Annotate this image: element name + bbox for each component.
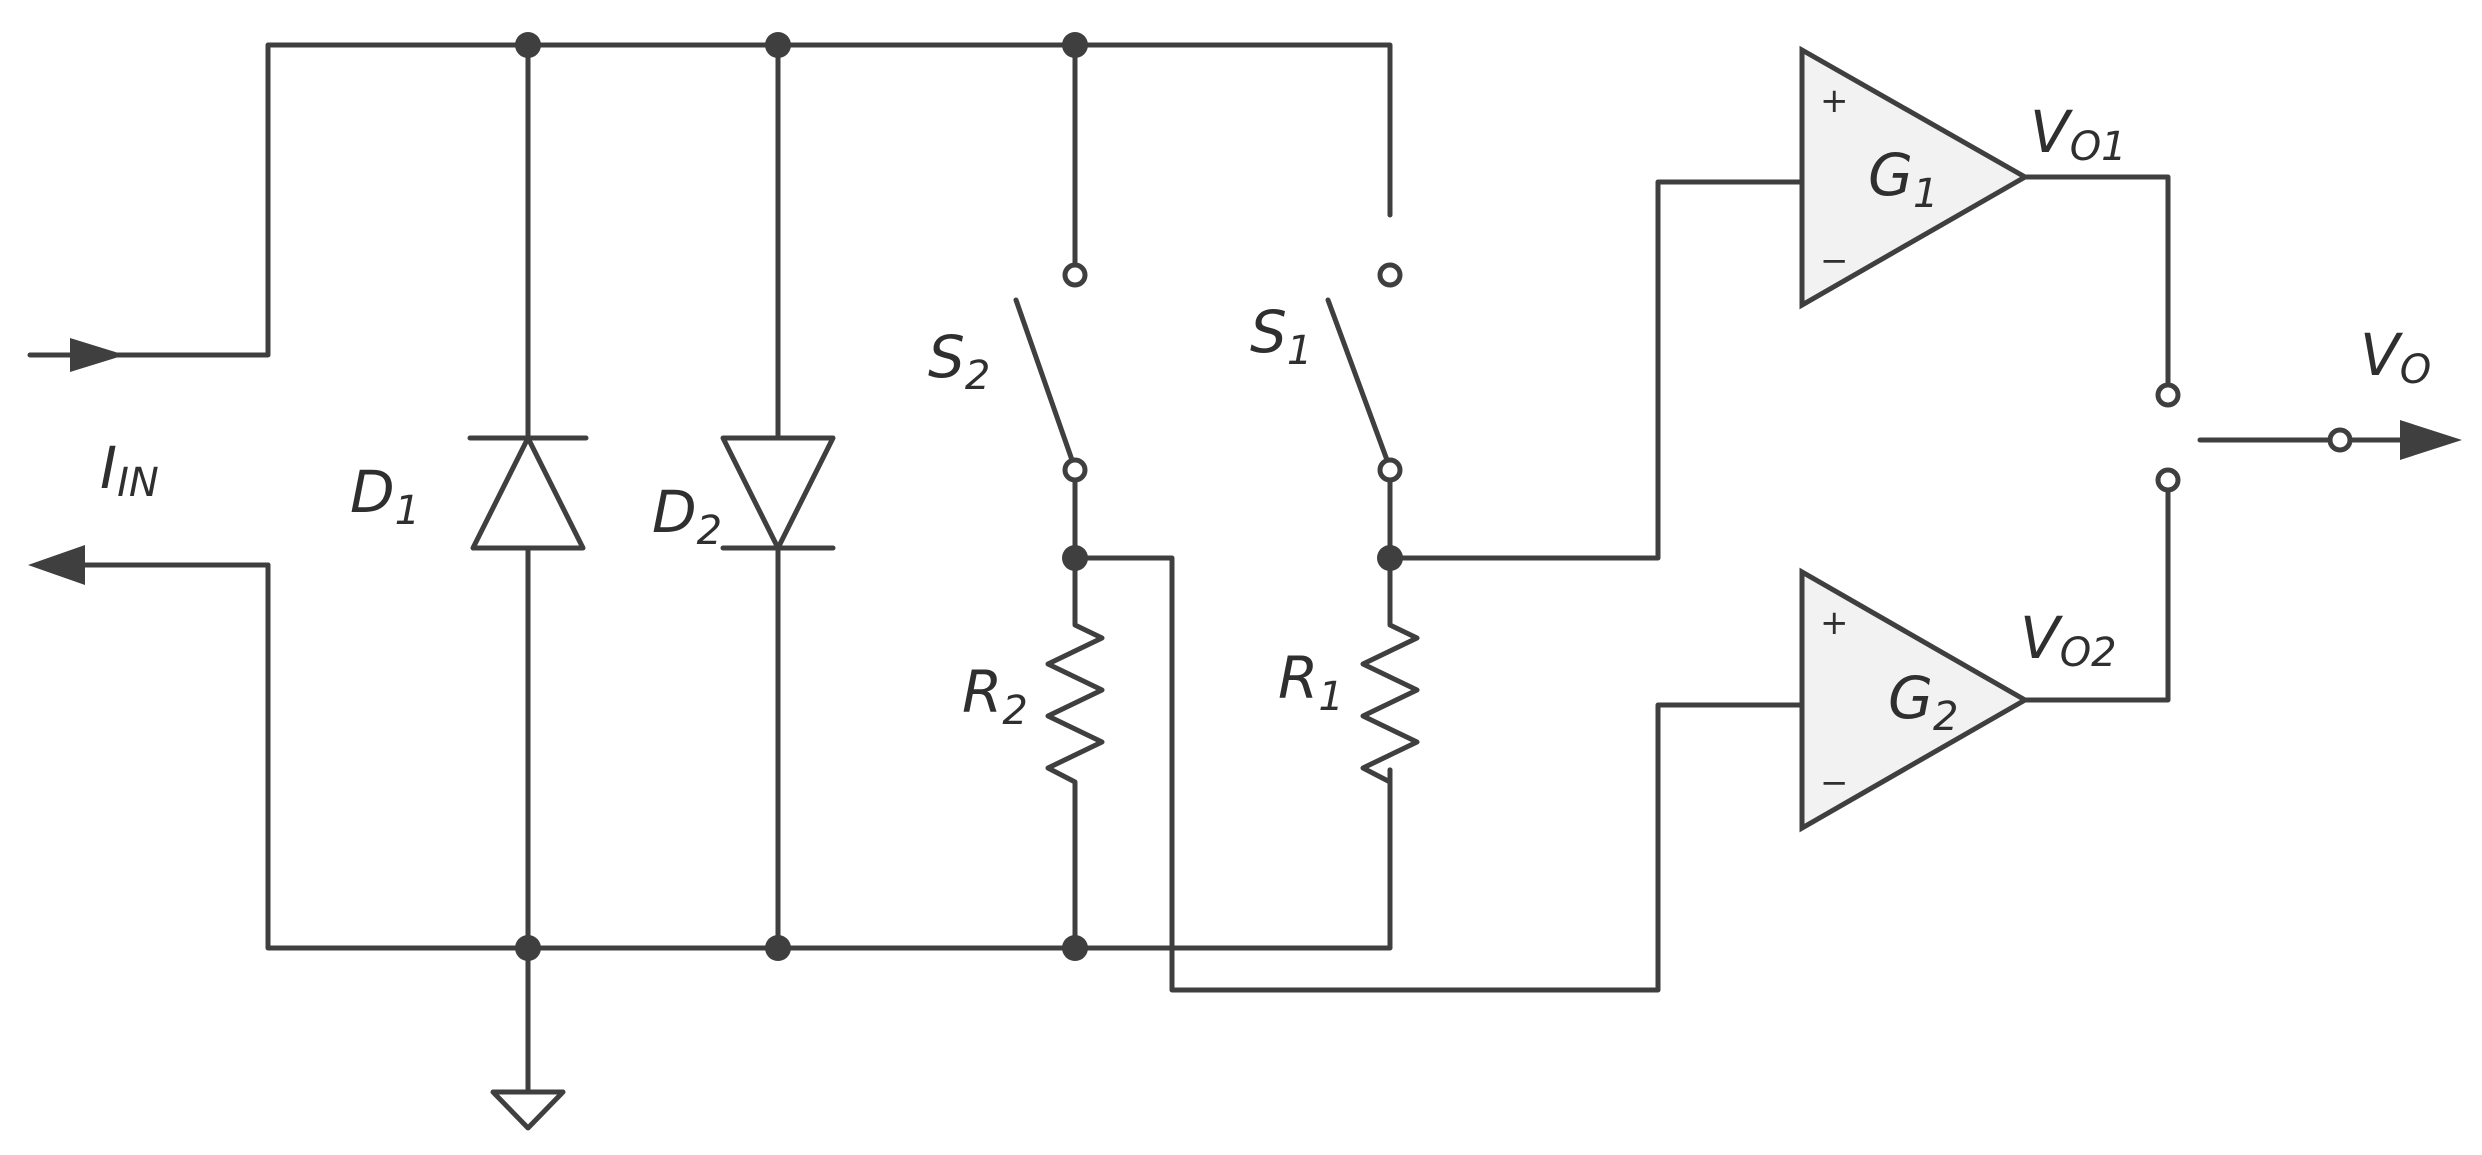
resistor-r2 <box>1045 555 1105 951</box>
amplifier-g1: + − <box>1799 45 2031 310</box>
switch-s1 <box>1325 262 1403 561</box>
g2-plus-sign: + <box>1820 603 1849 643</box>
g2-minus-sign: − <box>1820 763 1849 803</box>
wire-r1-to-g1 <box>1387 179 1805 561</box>
label-d2: D2 <box>652 478 722 554</box>
label-s1: S1 <box>1250 298 1312 374</box>
label-r2: R2 <box>962 658 1028 734</box>
bottom-rail <box>265 562 1393 951</box>
amplifier-g2: + − <box>1799 567 2031 833</box>
label-r1: R1 <box>1278 644 1344 720</box>
diode-d1 <box>467 42 589 951</box>
g1-minus-sign: − <box>1820 241 1849 281</box>
junction-dots <box>515 32 1403 961</box>
resistor-r1 <box>1360 555 1420 785</box>
label-d1: D1 <box>350 458 420 534</box>
label-s2: S2 <box>928 323 990 399</box>
ground-symbol <box>490 945 566 1131</box>
input-arrow <box>27 338 125 372</box>
diode-d2 <box>720 42 836 951</box>
label-vo1: VO1 <box>2030 98 2127 170</box>
g1-plus-sign: + <box>1820 81 1849 121</box>
output-return-arrow <box>28 545 271 585</box>
output-selector <box>2022 174 2462 703</box>
label-vo: VO <box>2360 321 2431 393</box>
label-iin: IIN <box>100 434 159 506</box>
switch-s2 <box>1013 42 1088 561</box>
label-g2: G2 <box>1888 664 1958 740</box>
label-g1: G1 <box>1868 141 1938 217</box>
top-rail <box>117 42 1393 358</box>
wire-r2-to-g2 <box>1072 555 1805 993</box>
label-vo2: VO2 <box>2020 604 2117 676</box>
